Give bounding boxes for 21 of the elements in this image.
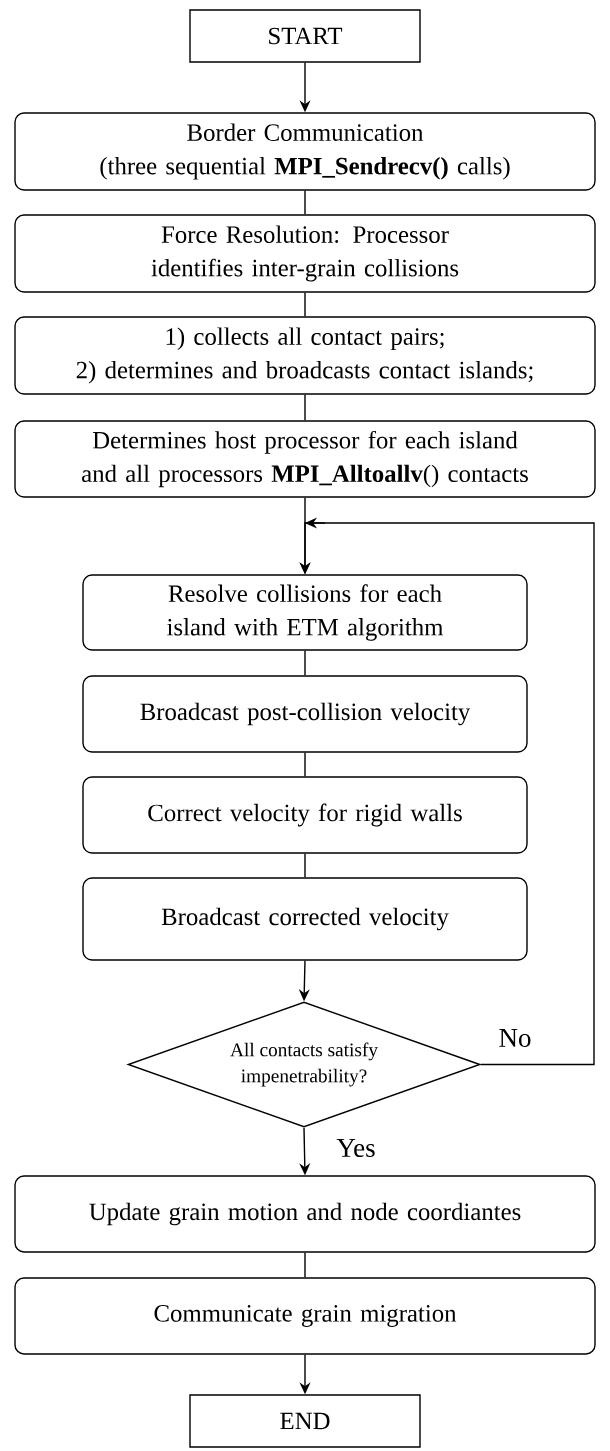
process-box: 1) collects all contact pairs; 2) determines and broadcasts contact islands; — [14, 316, 596, 395]
process-box: Border Communication (three sequential MPI_Sendrecv() calls) — [14, 112, 596, 191]
process-box: Correct velocity for rigid walls — [82, 776, 528, 854]
process-box: Determines host processor for each island and all processors MPI_Alltoallv() contacts — [14, 420, 596, 498]
connector-line — [304, 292, 306, 317]
terminal-box: END — [189, 1394, 421, 1448]
process-box: Resolve collisions for each island with ETM algorithm — [82, 574, 528, 651]
connector-line — [304, 752, 306, 777]
connector-line — [304, 650, 306, 676]
process-box: Communicate grain migration — [14, 1277, 596, 1355]
edge-label: Yes — [335, 1138, 377, 1158]
process-box: Broadcast corrected velocity — [82, 877, 528, 961]
process-box: Update grain motion and node coordiantes — [14, 1175, 596, 1253]
process-box: Force Resolution: Processor identifies inter-grain collisions — [14, 214, 596, 293]
connector-line — [304, 394, 306, 421]
edge-label: No — [497, 1028, 533, 1048]
connector-line — [304, 1252, 306, 1278]
terminal-box: START — [189, 9, 421, 63]
connector-line — [304, 853, 306, 878]
connector-line — [304, 190, 306, 215]
process-box: Broadcast post-collision velocity — [82, 675, 528, 753]
